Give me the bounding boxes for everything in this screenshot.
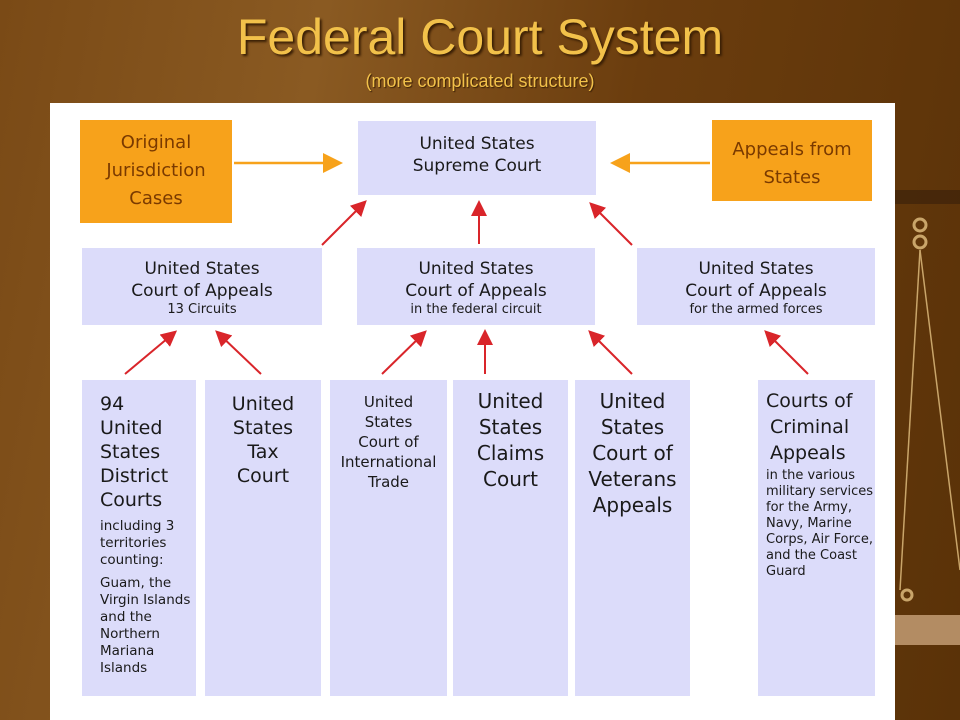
- district-courts-box: 94 United States District Courts includi…: [82, 380, 196, 696]
- appeals3-line2: Court of Appeals: [685, 281, 827, 301]
- veterans-line1: United: [599, 389, 666, 413]
- veterans-line5: Appeals: [592, 493, 673, 517]
- appeals3-to-supreme-arrow: [589, 202, 633, 246]
- criminal-line2: Criminal: [770, 416, 850, 438]
- trade-line1: United: [363, 393, 414, 411]
- appeals3-sub: for the armed forces: [689, 302, 823, 317]
- veterans-appeals-box: United States Court of Veterans Appeals: [575, 380, 690, 696]
- district-note1: including 3 territories counting:: [100, 518, 175, 568]
- appeals-states-line1: Appeals from: [732, 139, 852, 160]
- appeals-federal-circuit-box: United States Court of Appeals in the fe…: [357, 248, 595, 325]
- trade-line4: International: [340, 453, 437, 471]
- criminal-to-appeals-arrow: [764, 330, 809, 375]
- claims-court-box: United States Claims Court: [453, 380, 568, 696]
- veterans-line4: Veterans: [588, 467, 677, 491]
- appeals1-line2: Court of Appeals: [131, 281, 273, 301]
- tax-line3: Tax: [247, 441, 279, 463]
- supreme-line1: United States: [419, 134, 535, 154]
- claims-line4: Court: [483, 467, 538, 491]
- claims-line2: States: [478, 415, 543, 439]
- tax-line4: Court: [236, 465, 290, 487]
- appeals-from-states-box: Appeals from States: [712, 120, 872, 201]
- appeals2-sub: in the federal circuit: [410, 302, 542, 317]
- appeals3-line1: United States: [698, 259, 814, 279]
- tax-court-box: United States Tax Court: [205, 380, 321, 696]
- appeals1-line1: United States: [144, 259, 260, 279]
- district-line2: United: [100, 417, 163, 439]
- appeals-13-circuits-box: United States Court of Appeals 13 Circui…: [82, 248, 322, 325]
- district-line1: 94: [100, 393, 125, 415]
- criminal-appeals-box: Courts of Criminal Appeals in the variou…: [758, 380, 875, 696]
- original-line3: Cases: [129, 188, 183, 209]
- original-jurisdiction-box: Original Jurisdiction Cases: [80, 120, 232, 223]
- supreme-line2: Supreme Court: [412, 156, 542, 176]
- veterans-to-appeals-arrow: [588, 330, 633, 375]
- trade-line3: Court of: [358, 433, 419, 451]
- criminal-line1: Courts of: [766, 390, 853, 412]
- tax-line1: United: [231, 393, 295, 415]
- trade-to-appeals-arrow: [381, 330, 427, 375]
- scale-of-justice-icon: [895, 190, 960, 645]
- criminal-line3: Appeals: [770, 442, 846, 464]
- district-line4: District: [100, 465, 169, 487]
- page-title: Federal Court System: [236, 9, 724, 65]
- appeals1-to-supreme-arrow: [321, 200, 367, 246]
- veterans-line2: States: [600, 415, 665, 439]
- district-line5: Courts: [100, 489, 163, 511]
- original-line2: Jurisdiction: [106, 160, 206, 181]
- tax-line2: States: [232, 417, 294, 439]
- trade-line5: Trade: [367, 473, 410, 491]
- tax-to-appeals-arrow: [215, 330, 262, 375]
- supreme-court-box: United States Supreme Court: [358, 121, 596, 195]
- original-line1: Original: [120, 132, 192, 153]
- appeals-states-line2: States: [763, 167, 821, 188]
- district-note2: Guam, the Virgin Islands and the Norther…: [100, 575, 191, 676]
- appeals-armed-forces-box: United States Court of Appeals for the a…: [637, 248, 875, 325]
- trade-line2: States: [364, 413, 413, 431]
- criminal-note: in the various military services for the…: [766, 468, 874, 579]
- veterans-line3: Court of: [592, 441, 673, 465]
- district-to-appeals-arrow: [124, 330, 178, 375]
- claims-line1: United: [477, 389, 544, 413]
- appeals1-sub: 13 Circuits: [167, 302, 237, 317]
- international-trade-box: United States Court of International Tra…: [330, 380, 447, 696]
- district-line3: States: [100, 441, 161, 463]
- appeals2-line1: United States: [418, 259, 534, 279]
- page-subtitle: (more complicated structure): [365, 71, 595, 91]
- appeals2-line2: Court of Appeals: [405, 281, 547, 301]
- claims-line3: Claims: [476, 441, 545, 465]
